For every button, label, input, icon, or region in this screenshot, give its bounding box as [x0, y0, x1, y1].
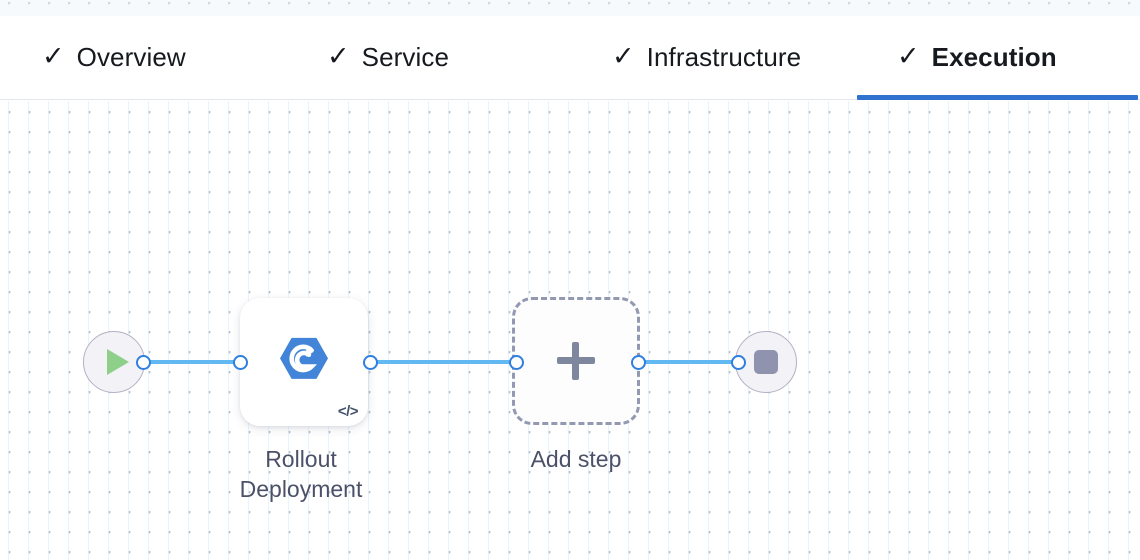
tab-label: Overview: [76, 42, 186, 72]
tab-label: Service: [361, 42, 450, 72]
add-step-output-port[interactable]: [631, 355, 646, 370]
play-icon: [106, 349, 129, 375]
wizard-tab-bar: ✓ Overview ✓ Service ✓ Infrastructure ✓ …: [0, 16, 1140, 100]
add-step-node[interactable]: [512, 297, 640, 425]
tab-active-underline: [857, 94, 1138, 100]
start-node-output-port[interactable]: [136, 355, 151, 370]
tab-service[interactable]: ✓ Service: [285, 16, 570, 100]
check-icon: ✓: [612, 41, 635, 71]
rollout-node-output-port[interactable]: [363, 355, 378, 370]
check-icon: ✓: [897, 41, 920, 71]
edge-start-to-rollout: [145, 360, 245, 364]
canvas-top-strip: [0, 0, 1140, 16]
rollout-deployment-icon: [278, 332, 330, 389]
code-icon: </>: [337, 403, 359, 420]
check-icon: ✓: [327, 41, 350, 71]
start-node-circle: [83, 331, 145, 393]
step-card[interactable]: </>: [240, 298, 368, 426]
pipeline-canvas[interactable]: </> Rollout Deployment Add step: [0, 101, 1140, 560]
add-step-label: Add step: [530, 446, 622, 472]
plus-icon: [557, 342, 595, 380]
tab-infrastructure[interactable]: ✓ Infrastructure: [570, 16, 855, 100]
end-node-input-port[interactable]: [731, 355, 746, 370]
tab-label: Infrastructure: [646, 42, 802, 72]
tab-execution[interactable]: ✓ Execution: [855, 16, 1140, 100]
edge-add-step-to-end: [640, 360, 742, 364]
check-icon: ✓: [42, 41, 65, 71]
stop-icon: [754, 350, 778, 374]
rollout-node-input-port[interactable]: [233, 355, 248, 370]
tab-overview[interactable]: ✓ Overview: [0, 16, 285, 100]
pipeline-start-node[interactable]: [83, 331, 145, 393]
step-node-rollout-deployment[interactable]: </>: [240, 298, 368, 426]
add-step-card[interactable]: [512, 297, 640, 425]
tab-label: Execution: [931, 42, 1057, 72]
edge-rollout-to-add-step: [372, 360, 520, 364]
add-step-input-port[interactable]: [509, 355, 524, 370]
step-node-label: Rollout Deployment: [239, 446, 363, 503]
